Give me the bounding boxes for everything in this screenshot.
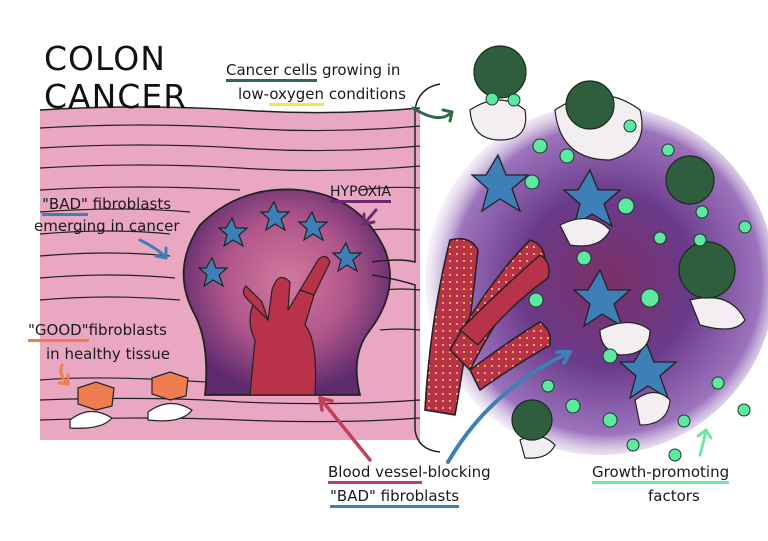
hypoxia-term: HYPOXIA bbox=[330, 184, 391, 203]
label-good-fibroblasts: "GOOD"fibroblasts bbox=[28, 320, 167, 342]
low-text: low- bbox=[238, 85, 270, 103]
label-good-fibroblasts-line2: in healthy tissue bbox=[46, 345, 170, 363]
label-low-oxygen: low-oxygen conditions bbox=[238, 84, 406, 106]
title-block: COLON CANCER bbox=[44, 40, 187, 116]
blocking-text: -blocking bbox=[422, 463, 491, 481]
label-bad-fibroblasts: "BAD" fibroblasts bbox=[42, 194, 172, 216]
bad-fibroblast-star bbox=[331, 241, 363, 273]
bad-term: "BAD" bbox=[42, 195, 88, 216]
growth-factors bbox=[485, 92, 752, 462]
blood-vessel-term: Blood vessel bbox=[328, 463, 423, 484]
label-blood-vessel: Blood vessel-blocking bbox=[328, 462, 491, 484]
label-hypoxia: HYPOXIA bbox=[330, 182, 391, 203]
bad-fibroblast-star bbox=[297, 210, 329, 242]
growth-term: Growth-promoting bbox=[592, 463, 730, 484]
title-line-2: CANCER bbox=[44, 77, 188, 116]
cancer-cell bbox=[678, 241, 736, 299]
tumor-bad-fibroblasts bbox=[470, 153, 678, 400]
bad-term-2: "BAD" bbox=[330, 487, 376, 508]
cancer-cell bbox=[473, 45, 527, 99]
cancer-cell bbox=[665, 155, 715, 205]
cancer-cells-term: Cancer cells bbox=[226, 61, 318, 82]
title-line-1: COLON bbox=[44, 39, 166, 78]
blood-vessels bbox=[424, 238, 551, 416]
bad-fibroblast-cluster bbox=[197, 200, 363, 288]
good-term: "GOOD" bbox=[28, 321, 89, 342]
conditions-text: conditions bbox=[324, 85, 406, 103]
cancer-cell bbox=[511, 399, 553, 441]
cancer-cells bbox=[473, 45, 736, 441]
cancer-cell bbox=[565, 80, 615, 130]
label-growth-factors: Growth-promoting bbox=[592, 462, 730, 484]
label-growth-factors-line2: factors bbox=[648, 487, 700, 505]
connector-line bbox=[371, 83, 441, 263]
fibroblasts-term-2: fibroblasts bbox=[375, 487, 460, 508]
bad-fibroblast-star bbox=[217, 216, 249, 248]
bad-fibroblast-star bbox=[197, 256, 229, 288]
connector-line-lower bbox=[371, 274, 441, 453]
cancer-cells-text: growing in bbox=[317, 61, 401, 79]
bad-fibroblast-star bbox=[562, 168, 622, 228]
arrows bbox=[57, 106, 713, 464]
oxygen-term: oxygen bbox=[269, 85, 325, 106]
good-fibroblasts-text: fibroblasts bbox=[88, 321, 167, 339]
label-cancer-cells: Cancer cells growing in bbox=[226, 60, 401, 82]
label-blood-vessel-line2: "BAD" fibroblasts bbox=[330, 486, 460, 508]
good-fibroblasts bbox=[69, 371, 193, 429]
bad-fibroblast-star bbox=[470, 153, 530, 213]
label-bad-fibroblasts-line2: emerging in cancer bbox=[34, 217, 180, 235]
bad-fibroblasts-text: fibroblasts bbox=[87, 195, 172, 213]
bad-fibroblast-star bbox=[259, 200, 291, 232]
